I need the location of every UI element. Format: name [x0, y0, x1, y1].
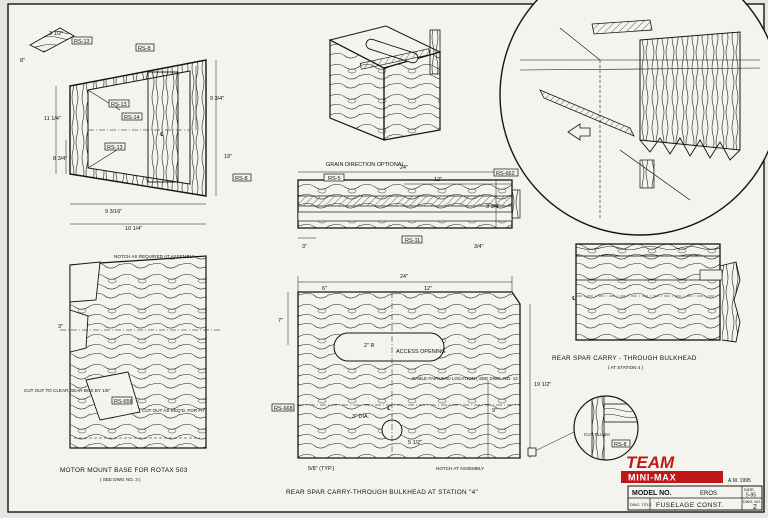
- note-cut-clear: CUT OUT TO CLEAR GEAR BOX BY 1/8": [24, 388, 111, 393]
- dim-t: 5 1/2": [408, 440, 422, 446]
- dim-e: 19": [224, 154, 232, 160]
- note-notch-assembly: NOTCH AT ASSEMBLY: [436, 466, 484, 471]
- frame-labels: RS-13 RS-8 RS-13 RS-14 RS-13 RS-8 3 1/2"…: [20, 31, 252, 232]
- dim-o: 6": [322, 286, 327, 292]
- bulkhead-labels: 24" 6" 12" 7" 19 1/2" 9" 5 1/2" 2" R ACC…: [271, 274, 551, 496]
- dim-g: 9 3/16": [105, 209, 122, 215]
- label-rs13-b: RS-13: [107, 145, 123, 151]
- caption-rear-spar-sub: ( AT STATION 4 ): [608, 365, 644, 370]
- dim-b: 8": [20, 58, 25, 64]
- dwg-no-label: DWG. NO.: [743, 500, 761, 504]
- note-dia-2: 2" R: [364, 343, 375, 349]
- date-value: 5-95: [746, 493, 756, 499]
- title-block: A.M. 1995: [627, 478, 763, 511]
- centerline-3: ℄: [571, 296, 576, 302]
- title-block-text: MODEL NO. EROS DATE 5-95 DWG. TITLE FUSE…: [630, 488, 761, 511]
- label-rs668: RS-668: [274, 406, 293, 412]
- rear-spar-labels: ℄ REAR SPAR CARRY - THROUGH BULKHEAD ( A…: [552, 296, 697, 370]
- label-rs11: RS-11: [405, 238, 420, 244]
- note-dia-3: 3" DIA.: [352, 414, 370, 420]
- label-rs5: RS-5: [328, 176, 341, 182]
- dwg-title: FUSELAGE CONST.: [656, 502, 724, 509]
- label-rs8-detail: RS-8: [614, 442, 627, 448]
- note-typ: 5/8" (TYP.): [308, 466, 334, 472]
- centerline-2: ℄: [386, 406, 391, 412]
- note-grain: GRAIN DIRECTION OPTIONAL: [326, 162, 405, 168]
- model-value: EROS: [700, 491, 717, 497]
- dim-k: 3 3/4": [486, 204, 500, 210]
- logo-line2: MINI-MAX: [628, 473, 676, 483]
- dim-d: 11 1/4": [44, 116, 61, 122]
- label-rs8-right: RS-8: [235, 176, 248, 182]
- assembly-circle-detail: [499, 0, 768, 236]
- dim-a: 3 1/2": [49, 31, 63, 37]
- dim-j: 12": [434, 177, 442, 183]
- caption-motor-mount: MOTOR MOUNT BASE FOR ROTAX 503: [60, 467, 188, 474]
- flush-cut-labels: CUT FLUSH RS-8: [584, 432, 631, 448]
- dwg-no: 2: [753, 504, 757, 511]
- date-label: DATE: [744, 488, 754, 492]
- label-rs656: RS-656: [114, 399, 133, 405]
- motor-mount-frame-view: [29, 27, 217, 225]
- dim-q: 7": [278, 318, 283, 324]
- note-access: ACCESS OPENING: [396, 349, 446, 355]
- dim-i: 24": [400, 165, 408, 171]
- dim-f: 8 3/4": [53, 156, 67, 162]
- note-notch-required: NOTCH AS REQUIRED AT ASSEMBLY: [114, 254, 195, 259]
- label-rs13-a: RS-13: [111, 102, 127, 108]
- dim-u: 3": [58, 324, 63, 330]
- carry-through-section-view: [297, 171, 521, 239]
- note-cut-reqd: CUT OUT AS REQ'D. FOR FIT: [142, 408, 205, 413]
- label-rs13-top: RS-13: [74, 39, 90, 45]
- dim-r: 19 1/2": [534, 382, 551, 388]
- dim-p: 12": [424, 286, 432, 292]
- model-label: MODEL NO.: [632, 490, 672, 497]
- rear-spar-side-view: [575, 243, 741, 343]
- section-labels: GRAIN DIRECTION OPTIONAL RS-5 RS-662 RS-…: [302, 162, 519, 250]
- note-cable: CABLE FAIRLEAD LOCATION ( SEE DWG. NO. 1…: [412, 376, 521, 381]
- dwg-title-label: DWG. TITLE: [630, 503, 652, 507]
- dim-s: 9": [492, 408, 497, 414]
- drawn-date: A.M. 1995: [728, 478, 751, 484]
- dim-m: 3/4": [474, 244, 484, 250]
- caption-motor-mount-sub: ( SEE DWG NO. 3 ): [100, 477, 141, 482]
- team-mini-max-logo: TEAM MINI-MAX: [621, 453, 723, 483]
- bulkhead-plate-view: [287, 276, 531, 459]
- logo-line1: TEAM: [626, 453, 675, 472]
- motor-mount-labels: NOTCH AS REQUIRED AT ASSEMBLY CUT OUT TO…: [24, 254, 205, 482]
- dim-l: 3": [302, 244, 307, 250]
- note-cut-flush: CUT FLUSH: [584, 432, 610, 437]
- caption-rear-spar: REAR SPAR CARRY - THROUGH BULKHEAD: [552, 355, 697, 362]
- dim-n: 24": [400, 274, 408, 280]
- dim-h: 10 1/4": [125, 226, 142, 232]
- motor-mount-base-view: [60, 255, 220, 449]
- centerline-1: ℄: [159, 132, 164, 138]
- label-rs8-top: RS-8: [138, 46, 151, 52]
- caption-bulkhead: REAR SPAR CARRY-THROUGH BULKHEAD AT STAT…: [286, 489, 478, 496]
- dim-c: 9 3/4": [210, 96, 224, 102]
- label-rs14: RS-14: [124, 115, 140, 121]
- label-rs662-top: RS-662: [496, 171, 515, 177]
- carry-through-iso-view: [328, 25, 442, 141]
